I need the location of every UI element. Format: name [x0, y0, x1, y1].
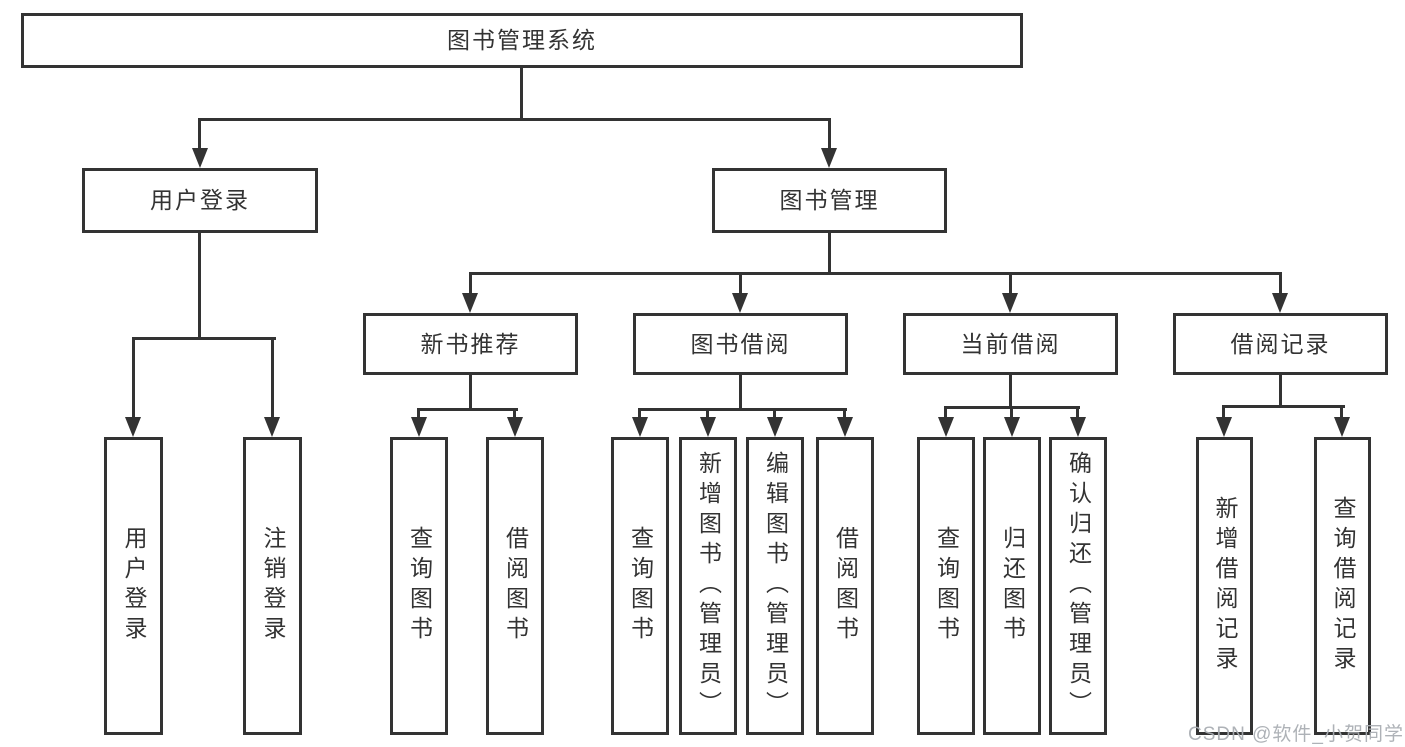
connector-line [271, 337, 274, 420]
connector-line [1279, 272, 1282, 295]
connector-line [739, 272, 742, 295]
leaf-logout: 注销登录 [243, 437, 302, 735]
connector-line [1222, 405, 1225, 421]
arrow-down-icon [507, 417, 523, 437]
arrow-down-icon [632, 417, 648, 437]
node-label: 借阅图书 [832, 526, 859, 646]
connector-line [520, 68, 523, 121]
connector-line [469, 272, 472, 295]
arrow-down-icon [1004, 417, 1020, 437]
node-label: 查询图书 [933, 526, 960, 646]
connector-line [198, 118, 201, 152]
arrow-down-icon [732, 293, 748, 313]
leaf-bb-edit-book-admin: 编辑图书（管理员） [746, 437, 804, 735]
connector-line [132, 337, 135, 420]
leaf-br-add-record: 新增借阅记录 [1196, 437, 1253, 735]
node-borrowing-records: 借阅记录 [1173, 313, 1388, 375]
node-label: 注销登录 [260, 526, 286, 646]
connector-line [1009, 375, 1012, 408]
node-label: 图书借阅 [690, 330, 791, 357]
connector-line [828, 118, 831, 152]
arrow-down-icon [462, 293, 478, 313]
connector-line [1076, 406, 1079, 421]
node-label: 图书管理 [779, 187, 880, 213]
connector-line [198, 118, 831, 121]
arrow-down-icon [1216, 417, 1232, 437]
arrow-down-icon [938, 417, 954, 437]
connector-line [828, 233, 831, 275]
arrow-down-icon [821, 148, 837, 168]
connector-line [1009, 272, 1012, 295]
arrow-down-icon [1002, 293, 1018, 313]
arrow-down-icon [192, 148, 208, 168]
node-current-borrowing: 当前借阅 [903, 313, 1118, 375]
connector-line [843, 408, 846, 421]
watermark: CSDN @软件_小贺同学 [1188, 724, 1404, 745]
node-label: 借阅记录 [1230, 330, 1331, 357]
node-new-book-recommend: 新书推荐 [363, 313, 578, 375]
connector-line [773, 408, 776, 421]
arrow-down-icon [837, 417, 853, 437]
connector-line [638, 408, 847, 411]
arrow-down-icon [1334, 417, 1350, 437]
node-label: 查询图书 [627, 526, 654, 646]
connector-line [944, 406, 947, 421]
leaf-rec-query-book: 查询图书 [390, 437, 448, 735]
leaf-user-login: 用户登录 [104, 437, 163, 735]
node-label: 新增借阅记录 [1212, 496, 1238, 676]
leaf-cb-confirm-return-admin: 确认归还（管理员） [1049, 437, 1107, 735]
connector-line [417, 408, 420, 421]
node-label: 新书推荐 [420, 330, 521, 357]
node-label: 查询图书 [406, 526, 433, 646]
connector-line [1340, 405, 1343, 421]
connector-line [469, 272, 1282, 275]
connector-line [739, 375, 742, 410]
arrow-down-icon [264, 417, 280, 437]
leaf-cb-return-book: 归还图书 [983, 437, 1041, 735]
node-label: 编辑图书（管理员） [762, 451, 789, 721]
node-user-login: 用户登录 [82, 168, 318, 233]
leaf-bb-borrow-book: 借阅图书 [816, 437, 874, 735]
connector-line [1222, 405, 1345, 408]
node-book-borrowing: 图书借阅 [633, 313, 848, 375]
node-label: 借阅图书 [502, 526, 529, 646]
connector-line [513, 408, 516, 421]
leaf-cb-query-book: 查询图书 [917, 437, 975, 735]
connector-line [417, 408, 518, 411]
connector-line [1279, 375, 1282, 407]
arrow-down-icon [767, 417, 783, 437]
node-label: 查询借阅记录 [1330, 496, 1356, 676]
node-label: 新增图书（管理员） [695, 451, 722, 721]
connector-line [198, 233, 201, 340]
leaf-rec-borrow-book: 借阅图书 [486, 437, 544, 735]
connector-line [1010, 406, 1013, 421]
arrow-down-icon [1070, 417, 1086, 437]
connector-line [132, 337, 276, 340]
node-label: 归还图书 [999, 526, 1026, 646]
node-label: 当前借阅 [960, 330, 1061, 357]
node-label: 确认归还（管理员） [1065, 451, 1092, 721]
node-book-management: 图书管理 [712, 168, 947, 233]
arrow-down-icon [700, 417, 716, 437]
connector-line [469, 375, 472, 410]
connector-line [638, 408, 641, 421]
connector-line [706, 408, 709, 421]
leaf-bb-query-book: 查询图书 [611, 437, 669, 735]
node-label: 图书管理系统 [447, 27, 597, 53]
node-system-root: 图书管理系统 [21, 13, 1023, 68]
node-label: 用户登录 [150, 187, 250, 213]
node-label: 用户登录 [121, 526, 147, 646]
leaf-bb-add-book-admin: 新增图书（管理员） [679, 437, 737, 735]
arrow-down-icon [411, 417, 427, 437]
leaf-br-query-record: 查询借阅记录 [1314, 437, 1371, 735]
arrow-down-icon [1272, 293, 1288, 313]
arrow-down-icon [125, 417, 141, 437]
